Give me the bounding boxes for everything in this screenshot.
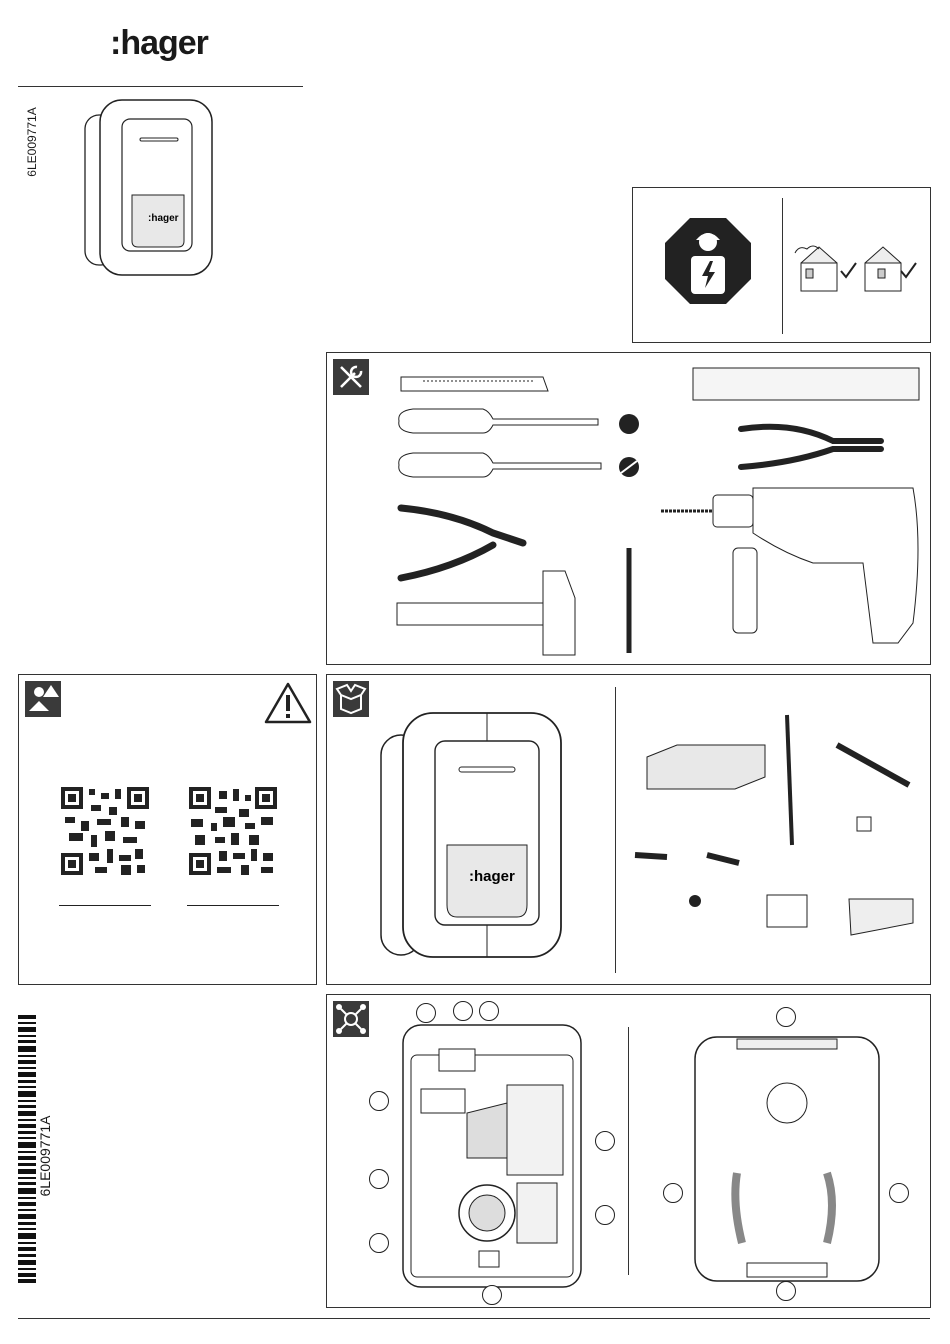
product-label: :hager: [148, 213, 179, 224]
components-panel: [326, 994, 931, 1308]
qr-right-line: [187, 905, 279, 906]
bottom-divider: [18, 1318, 930, 1319]
callout-circle: [479, 1001, 499, 1021]
callout-circle: [453, 1001, 473, 1021]
callout-circle: [369, 1169, 389, 1189]
tools-icon: [333, 359, 369, 395]
document-code: 6LE009771A: [22, 95, 36, 195]
network-nodes-icon: [333, 1001, 369, 1037]
callout-circle: [776, 1007, 796, 1027]
callout-circle: [889, 1183, 909, 1203]
top-divider: [18, 86, 303, 87]
warning-triangle-icon: [263, 681, 313, 725]
callout-circle: [482, 1285, 502, 1305]
callout-circle: [663, 1183, 683, 1203]
read-manual-warning-icon: [25, 681, 61, 717]
hager-logo: :hager: [110, 24, 208, 63]
electrician-icon: [663, 216, 753, 306]
qr-code-right: [189, 787, 277, 875]
tools-panel: [326, 352, 931, 665]
callout-circle: [595, 1131, 615, 1151]
qr-left-line: [59, 905, 151, 906]
callout-circle: [416, 1003, 436, 1023]
internal-components-illustration: [367, 1003, 627, 1303]
indoor-outdoor-icon: [793, 233, 925, 298]
callout-circle: [369, 1233, 389, 1253]
callout-circle: [369, 1091, 389, 1111]
charger-illustration-large: :hager: [377, 705, 567, 965]
package-contents-panel: :hager: [326, 674, 931, 985]
charger-illustration: :hager: [80, 95, 220, 280]
installer-requirement-panel: [632, 187, 931, 343]
product-label-large: :hager: [469, 868, 515, 885]
safety-information-panel: [18, 674, 317, 985]
barcode-text: 6LE009771A: [34, 1100, 54, 1220]
callout-circle: [595, 1205, 615, 1225]
package-items-illustration: [627, 705, 927, 975]
mounting-base-illustration: [687, 1023, 887, 1285]
qr-code-left: [61, 787, 149, 875]
tools-illustration: [393, 363, 923, 658]
open-box-icon: [333, 681, 369, 717]
callout-circle: [776, 1281, 796, 1301]
